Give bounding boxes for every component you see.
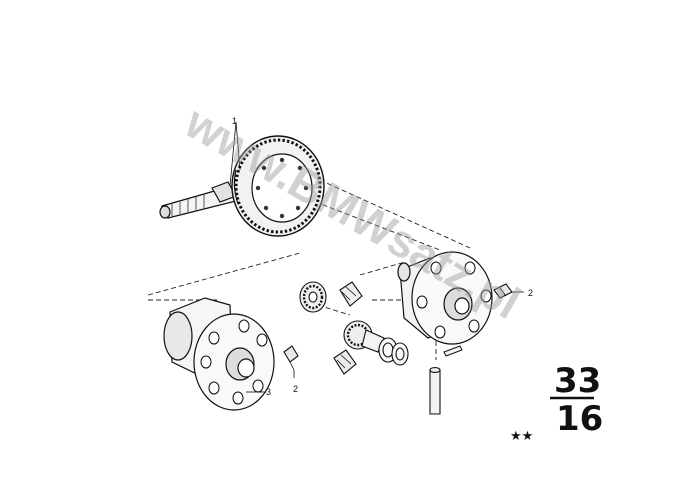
spider-gear-upper (339, 281, 363, 307)
pinion-shaft (159, 181, 241, 219)
group-code: 33 16 (550, 361, 603, 439)
cross-pin (429, 367, 441, 415)
callout-bolt-right: 2 (528, 288, 533, 298)
differential-housing-right (397, 251, 493, 345)
ring-gear (231, 135, 325, 237)
side-gear-upper (299, 281, 327, 313)
bolt-right (493, 283, 524, 299)
callout-bolt-left: 2 (293, 384, 298, 394)
differential-housing-left (163, 297, 275, 411)
roll-pin (443, 345, 463, 357)
callout-ring-gear: 1 (232, 116, 237, 126)
bolt-left (283, 345, 299, 378)
rating-stars: ★★ (510, 429, 533, 444)
spider-gear-lower (333, 349, 357, 375)
callout-housing-left: 3 (266, 387, 271, 397)
side-gear-lower (343, 320, 385, 353)
group-code-bottom: 16 (556, 399, 603, 439)
ring-gear-assembly (159, 121, 325, 237)
thrust-washers (378, 337, 409, 366)
group-code-top: 33 (554, 361, 601, 401)
